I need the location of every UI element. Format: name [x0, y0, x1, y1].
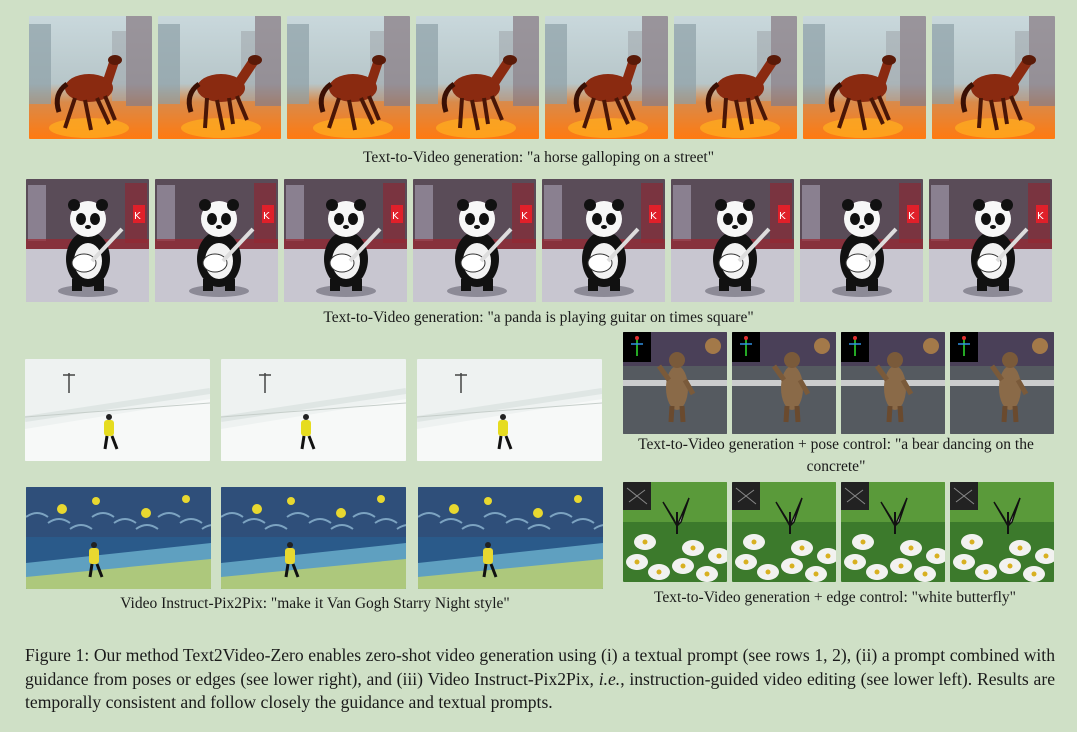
panda-frame: K: [284, 179, 407, 302]
figure-text-ie: i.e.: [598, 668, 621, 689]
pose-frame: [841, 332, 945, 434]
horse-frame: [545, 16, 668, 139]
svg-text:K: K: [521, 211, 528, 222]
horse-frame: [416, 16, 539, 139]
horse-frame: [287, 16, 410, 139]
panda-row-caption-text: Text-to-Video generation: "a panda is pl…: [323, 309, 754, 326]
panda-frame: K: [26, 179, 149, 302]
edge-caption: Text-to-Video generation + edge control:…: [654, 589, 1016, 606]
horse-frame: [674, 16, 797, 139]
svg-text:K: K: [650, 211, 657, 222]
panda-frame: K: [929, 179, 1052, 302]
pose-frame: [732, 332, 836, 434]
panda-frame: K: [413, 179, 536, 302]
pose-frame: [623, 332, 727, 434]
pose-caption: Text-to-Video generation + pose control:…: [638, 436, 1034, 475]
figure-label: Figure 1:: [25, 645, 90, 665]
edge-frame: [623, 482, 727, 582]
horse-frame: [932, 16, 1055, 139]
pix2pix-caption: Video Instruct-Pix2Pix: "make it Van Gog…: [120, 595, 510, 612]
figure-caption: Figure 1: Our method Text2Video-Zero ena…: [25, 644, 1055, 715]
edge-frame: [950, 482, 1054, 582]
svg-text:K: K: [134, 211, 141, 222]
horse-frame: [29, 16, 152, 139]
starry-frame: [26, 487, 211, 589]
snow-frame: [221, 359, 406, 461]
svg-text:K: K: [779, 211, 786, 222]
starry-frame: [221, 487, 406, 589]
panda-frame: K: [155, 179, 278, 302]
figure-text-part2: , instruction-guided video editing (see …: [25, 668, 1056, 713]
svg-text:K: K: [263, 211, 270, 222]
horse-row-caption: Text-to-Video generation: "a horse gallo…: [362, 149, 715, 166]
horse-frame: [158, 16, 281, 139]
edge-frame: [841, 482, 945, 582]
svg-text:K: K: [1037, 211, 1044, 222]
figure-text-part1: Our method Text2Video-Zero enables zero-…: [25, 645, 1055, 689]
svg-text:K: K: [392, 211, 399, 222]
snow-frame: [25, 359, 210, 461]
panda-row-caption: Text-to-Video generation: "a panda is pl…: [0, 308, 1077, 327]
panda-frame: K: [800, 179, 923, 302]
svg-text:K: K: [908, 211, 915, 222]
horse-frame: [803, 16, 926, 139]
starry-frame: [418, 487, 603, 589]
panda-frame: K: [542, 179, 665, 302]
edge-frame: [732, 482, 836, 582]
snow-frame: [417, 359, 602, 461]
panda-frame: K: [671, 179, 794, 302]
pose-frame: [950, 332, 1054, 434]
